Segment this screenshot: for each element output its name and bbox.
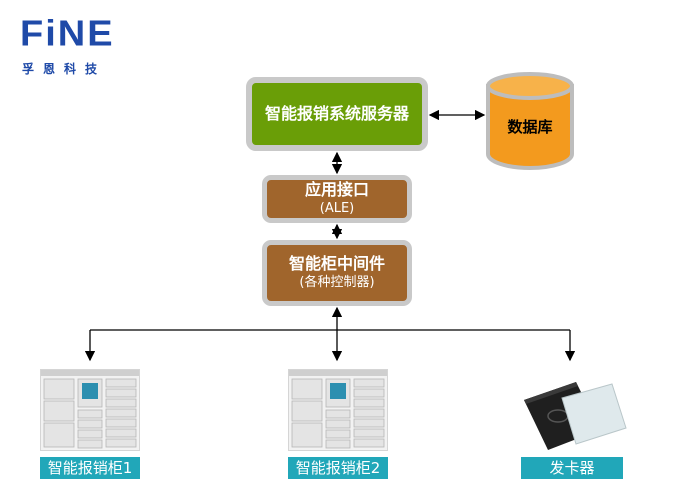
card-reader-image xyxy=(518,370,628,454)
api-label: 应用接口 xyxy=(304,180,369,199)
api-sublabel: (ALE) xyxy=(319,201,355,216)
database-cylinder: 数据库 xyxy=(482,72,578,172)
card-reader-icon xyxy=(524,382,627,450)
middleware-label: 智能柜中间件 xyxy=(288,254,385,273)
database-icon xyxy=(486,72,574,170)
device-label-cabinet-1: 智能报销柜1 xyxy=(40,457,140,479)
logo-wordmark: FiNE xyxy=(20,14,115,54)
api-box: 应用接口 (ALE) xyxy=(262,175,412,223)
middleware-sublabel: (各种控制器) xyxy=(299,275,375,290)
cabinet-1-icon xyxy=(41,370,139,449)
fine-logo: FiNE 孚恩科技 xyxy=(20,14,150,78)
database-label: 数据库 xyxy=(507,118,553,136)
server-box: 智能报销系统服务器 xyxy=(246,77,428,151)
middleware-box: 智能柜中间件 (各种控制器) xyxy=(262,240,412,306)
device-label-card-issuer: 发卡器 xyxy=(521,457,623,479)
cabinet-2-icon xyxy=(289,370,387,449)
server-label: 智能报销系统服务器 xyxy=(264,104,409,123)
cabinet-image xyxy=(40,369,140,451)
logo-subtitle: 孚恩科技 xyxy=(22,62,107,76)
device-label-cabinet-2: 智能报销柜2 xyxy=(288,457,388,479)
cabinet-image xyxy=(288,369,388,451)
